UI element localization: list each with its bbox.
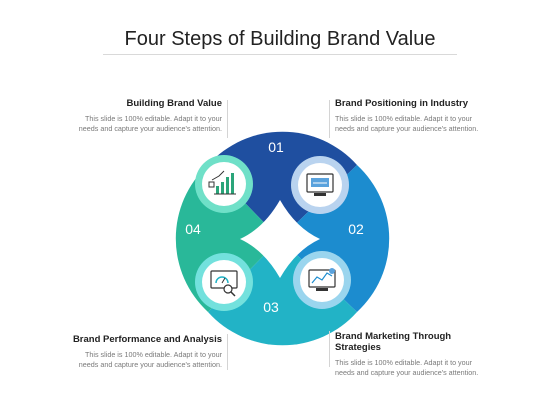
segment-03 [208, 239, 357, 346]
step-description: This slide is 100% editable. Adapt it to… [335, 114, 479, 133]
computer-analytics-icon [293, 251, 351, 309]
step-number-03: 03 [263, 299, 279, 315]
step-block-building-brand-value: Building Brand Value This slide is 100% … [72, 98, 222, 133]
segment-02 [280, 165, 390, 312]
divider-line [227, 334, 228, 370]
speedometer-magnifier-icon [195, 253, 253, 311]
step-block-brand-performance: Brand Performance and Analysis This slid… [72, 334, 222, 369]
step-description: This slide is 100% editable. Adapt it to… [78, 350, 222, 369]
monitor-dashboard-icon [291, 156, 349, 214]
step-heading: Brand Positioning in Industry [335, 98, 468, 109]
step-block-brand-marketing: Brand Marketing Through Strategies This … [335, 331, 485, 377]
step-block-brand-positioning: Brand Positioning in Industry This slide… [335, 98, 485, 133]
title-divider [103, 54, 457, 55]
growth-chart-icon [195, 155, 253, 213]
step-heading: Building Brand Value [126, 98, 222, 109]
step-number-01: 01 [268, 139, 284, 155]
step-heading: Brand Performance and Analysis [72, 334, 222, 345]
step-number-04: 04 [185, 221, 201, 237]
page-title: Four Steps of Building Brand Value [124, 28, 436, 50]
step-description: This slide is 100% editable. Adapt it to… [335, 358, 479, 377]
divider-line [329, 100, 330, 138]
center-diamond [240, 200, 320, 278]
divider-line [227, 100, 228, 138]
step-number-02: 02 [348, 221, 364, 237]
step-heading: Brand Marketing Through Strategies [335, 331, 452, 353]
divider-line [329, 331, 330, 367]
step-description: This slide is 100% editable. Adapt it to… [78, 114, 222, 133]
